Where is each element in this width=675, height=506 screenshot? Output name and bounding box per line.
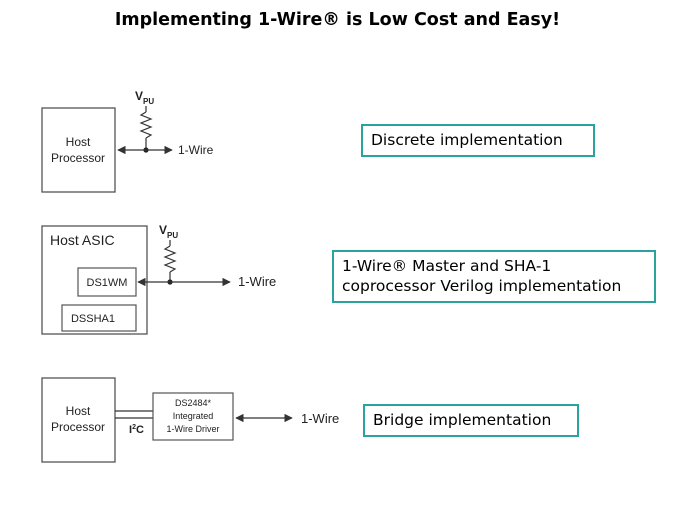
asic-callout-line2: coprocessor Verilog implementation xyxy=(342,277,622,296)
i2c-label: I2C xyxy=(129,424,144,436)
wire-label: 1-Wire xyxy=(178,143,214,157)
host-label-line2: Processor xyxy=(51,420,105,434)
discrete-callout: Discrete implementation xyxy=(361,124,595,157)
pullup-resistor xyxy=(139,111,153,139)
host-label-line2: Processor xyxy=(51,151,105,165)
bridge-callout: Bridge implementation xyxy=(363,404,579,437)
host-processor-box xyxy=(41,377,116,463)
wire-label: 1-Wire xyxy=(238,274,276,289)
host-label-line1: Host xyxy=(66,404,91,418)
asic-diagram: Host ASIC DS1WM DSSHA1 VPU 1-Wire xyxy=(41,223,276,335)
slide-title: Implementing 1-Wire® is Low Cost and Eas… xyxy=(114,10,561,30)
bridge-diagram: Host Processor I2C DS2484* Integrated 1-… xyxy=(41,377,339,463)
dssha1-label: DSSHA1 xyxy=(71,313,115,325)
ds2484-line1: DS2484* xyxy=(175,398,212,408)
ds1wm-box xyxy=(77,267,137,297)
vpu-label: VPU xyxy=(135,89,154,106)
dssha1-box xyxy=(61,304,137,332)
ds2484-box xyxy=(152,392,234,441)
ds1wm-label: DS1WM xyxy=(87,277,128,289)
ds2484-line2: Integrated xyxy=(173,411,214,421)
ds2484-line3: 1-Wire Driver xyxy=(167,424,220,434)
asic-callout-line1: 1-Wire® Master and SHA-1 xyxy=(342,257,552,275)
host-label-line1: Host xyxy=(66,135,91,149)
vpu-label: VPU xyxy=(159,223,178,240)
wire-label: 1-Wire xyxy=(301,411,339,426)
discrete-diagram: Host Processor VPU 1-Wire xyxy=(41,89,214,193)
pullup-resistor xyxy=(163,245,177,273)
host-processor-box xyxy=(41,107,116,193)
host-asic-label: Host ASIC xyxy=(50,232,115,248)
asic-callout: 1-Wire® Master and SHA-1 coprocessor Ver… xyxy=(332,250,656,303)
